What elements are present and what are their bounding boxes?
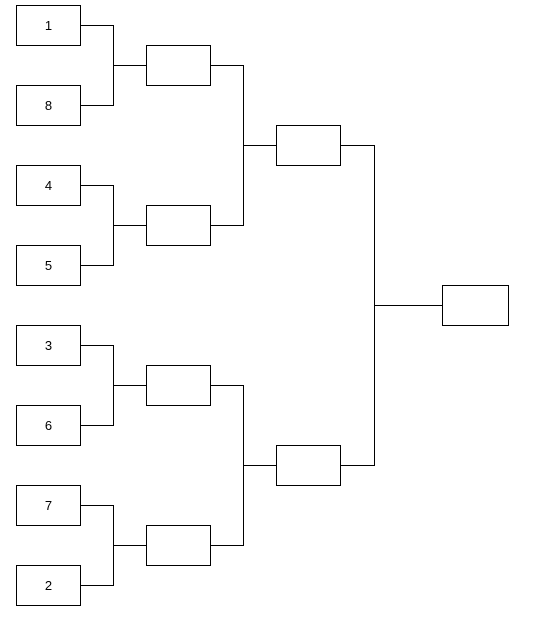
- round2-slot-2: [146, 205, 211, 246]
- connector-seed-3-6: [80, 345, 147, 426]
- seed-label: 6: [45, 418, 52, 433]
- seed-slot-1: 1: [16, 5, 81, 46]
- connector-seed-1-8: [80, 25, 147, 106]
- seed-slot-8: 8: [16, 85, 81, 126]
- connector-quarter-bottom: [210, 385, 277, 546]
- seed-label: 3: [45, 338, 52, 353]
- seed-slot-3: 3: [16, 325, 81, 366]
- seed-label: 2: [45, 578, 52, 593]
- connector-quarter-top: [210, 65, 277, 226]
- round2-slot-1: [146, 45, 211, 86]
- final-slot: [442, 285, 509, 326]
- connector-seed-7-2: [80, 505, 147, 586]
- connector-semifinal: [340, 145, 443, 466]
- seed-slot-6: 6: [16, 405, 81, 446]
- seed-label: 5: [45, 258, 52, 273]
- semifinal-slot-1: [276, 125, 341, 166]
- seed-label: 4: [45, 178, 52, 193]
- seed-slot-5: 5: [16, 245, 81, 286]
- connector-seed-4-5: [80, 185, 147, 266]
- round2-slot-3: [146, 365, 211, 406]
- seed-label: 8: [45, 98, 52, 113]
- seed-slot-2: 2: [16, 565, 81, 606]
- seed-label: 7: [45, 498, 52, 513]
- seed-slot-4: 4: [16, 165, 81, 206]
- seed-label: 1: [45, 18, 52, 33]
- semifinal-slot-2: [276, 445, 341, 486]
- round2-slot-4: [146, 525, 211, 566]
- seed-slot-7: 7: [16, 485, 81, 526]
